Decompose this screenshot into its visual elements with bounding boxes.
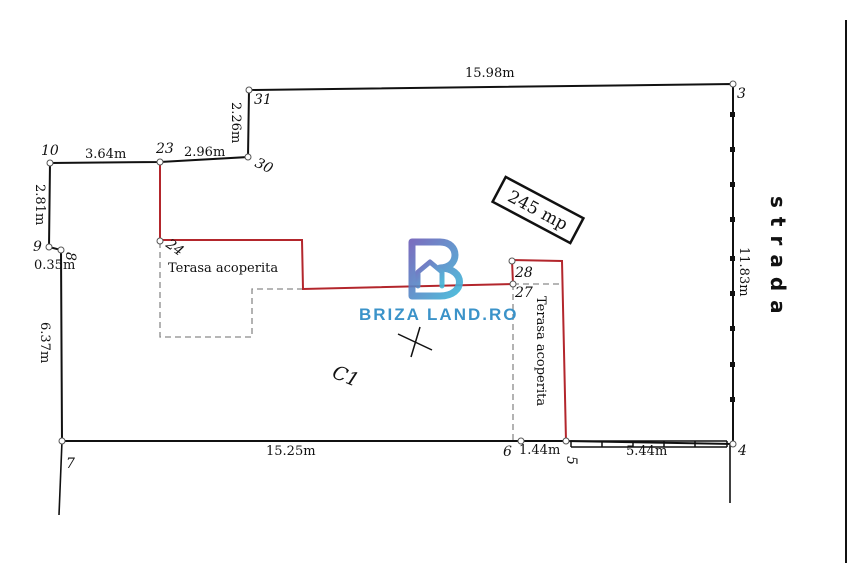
point-23: 23 — [155, 141, 174, 157]
brand-watermark-text: BRIZA LAND.RO — [359, 305, 518, 324]
street-fence-marks — [730, 112, 735, 402]
dim-south-a: 15.25m — [266, 444, 316, 459]
dim-top: 15.98m — [465, 66, 515, 81]
dim-east: 11.83m — [736, 247, 751, 297]
terrace-left-label: Terasa acoperita — [168, 261, 278, 276]
dim-west-c: 6.37m — [37, 322, 52, 363]
dim-west-a: 2.81m — [32, 184, 47, 225]
south-fence-segment — [570, 440, 728, 448]
point-3: 3 — [737, 86, 746, 102]
terrace-right-label: Terasa acoperita — [533, 296, 548, 406]
dim-north-c: 3.64m — [85, 147, 126, 162]
dim-south-b: 1.44m — [519, 443, 560, 458]
terrace-left-outline — [159, 242, 303, 338]
street-label: strada — [766, 196, 790, 323]
dim-north-b: 2.96m — [184, 145, 225, 160]
dim-west-b: 0.35m — [34, 258, 75, 273]
area-box: 245 mp — [490, 175, 586, 245]
building-label: C1 — [329, 361, 362, 391]
point-28: 28 — [514, 265, 533, 281]
brand-logo-icon — [408, 238, 463, 300]
point-7: 7 — [66, 456, 75, 472]
point-30: 30 — [252, 155, 275, 177]
point-10: 10 — [41, 143, 59, 159]
point-8: 8 — [62, 252, 78, 261]
dim-north-a: 2.26m — [228, 102, 243, 143]
point-5: 5 — [563, 456, 579, 465]
building-centroid-cross — [397, 326, 433, 358]
building-c1-outline — [159, 162, 567, 442]
vertex-markers — [45, 80, 737, 448]
point-27: 27 — [514, 285, 533, 301]
dim-south-c: 5.44m — [626, 444, 667, 459]
point-4: 4 — [737, 443, 747, 459]
point-6: 6 — [503, 444, 512, 460]
point-31: 31 — [254, 92, 272, 108]
extension-line-west — [58, 440, 63, 516]
point-9: 9 — [33, 239, 42, 255]
plot-boundary — [47, 83, 734, 446]
